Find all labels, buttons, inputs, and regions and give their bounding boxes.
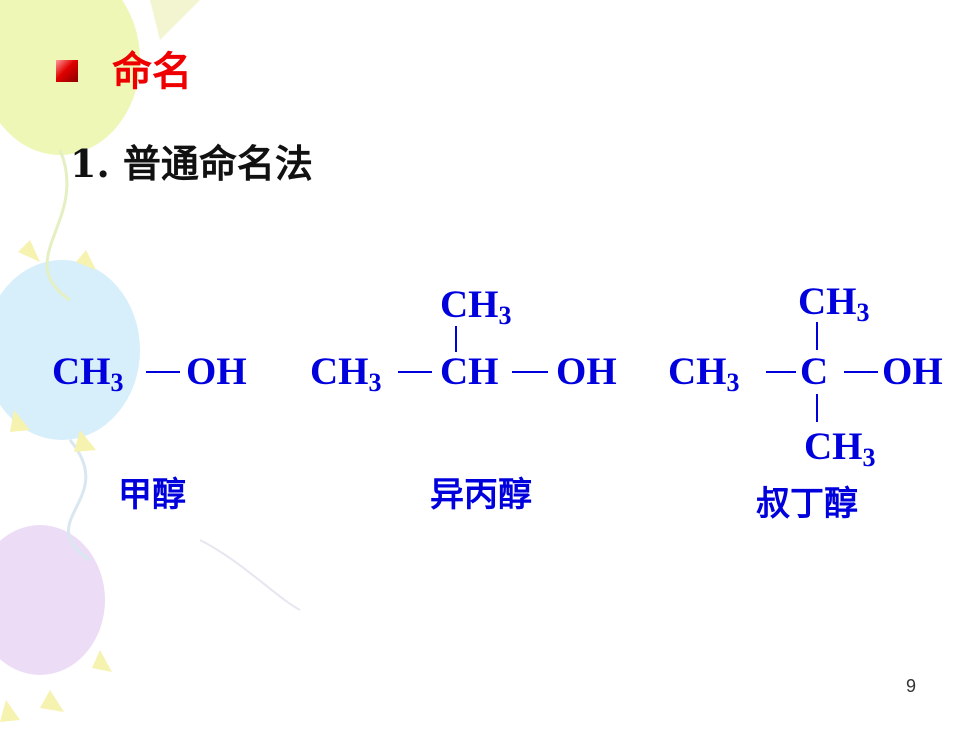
methyl-group: CH [52, 350, 111, 393]
compound-name-tert-butanol: 叔丁醇 [756, 484, 858, 524]
bond-line [398, 371, 432, 373]
top-methyl-group: CH3 [798, 280, 870, 327]
slide-subtitle: 1. 普通命名法 [70, 141, 313, 186]
bond-line [844, 371, 878, 373]
methyl-group: CH3 [310, 350, 382, 397]
bond-line [512, 371, 548, 373]
bond-line [146, 371, 180, 373]
central-ch-group: CH [440, 350, 499, 393]
subscript: 3 [110, 368, 124, 397]
top-methyl-group: CH3 [440, 283, 512, 330]
methanol-formula: CH3 [52, 350, 124, 397]
slide-title: 命名 [112, 49, 192, 95]
hydroxyl-group: OH [882, 350, 943, 393]
bond-line [766, 371, 796, 373]
methyl-group: CH3 [668, 350, 740, 397]
central-carbon: C [800, 350, 829, 393]
page-number: 9 [906, 676, 917, 696]
compound-name-methanol: 甲醇 [118, 475, 186, 515]
hydroxyl-group: OH [186, 350, 247, 393]
compound-name-isopropanol: 异丙醇 [430, 475, 532, 515]
bond-line [816, 394, 818, 422]
bond-line [816, 322, 818, 350]
bottom-methyl-group: CH3 [804, 425, 876, 472]
hydroxyl-group: OH [556, 350, 617, 393]
bond-line [455, 326, 457, 352]
bullet-icon [56, 60, 78, 82]
